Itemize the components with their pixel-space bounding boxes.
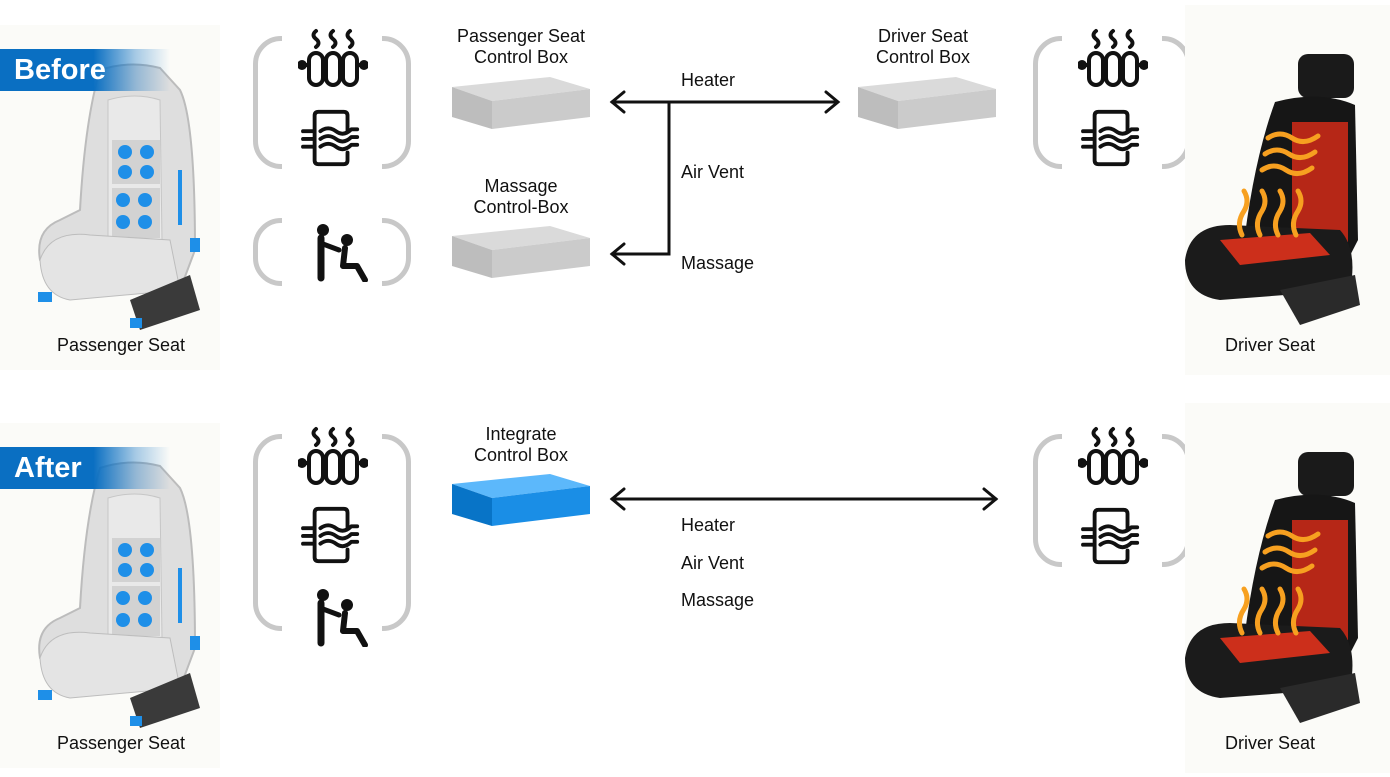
passenger-seat-control-box-label: Passenger Seat Control Box [456,26,586,67]
after-function-air-vent: Air Vent [681,553,745,573]
passenger-seat-control-box [452,77,590,129]
before-driver-seat-label: Driver Seat [1224,335,1316,355]
before-connection-arrows [609,90,841,266]
branch-line [610,100,671,256]
passenger-seat-image [38,461,200,728]
massage-icon [303,222,373,282]
before-function-heater: Heater [681,70,736,90]
integrate-control-box-label: Integrate Control Box [473,424,569,465]
arrow-head-left-top [609,90,626,114]
massage-control-box-label: Massage Control-Box [473,176,569,217]
after-function-massage: Massage [681,590,755,610]
arrow-head-left-bottom [609,242,626,266]
before-passenger-massage-group [253,217,411,287]
before-function-massage: Massage [681,253,755,273]
air-vent-icon [301,506,360,564]
before-banner: Before [0,49,170,91]
massage-control-box [452,226,590,278]
after-passenger-seat-label: Passenger Seat [56,733,186,753]
heater-icon [1078,29,1148,87]
air-vent-icon [1081,109,1140,167]
driver-seat-control-box-label: Driver Seat Control Box [875,26,971,67]
after-driver-seat-label: Driver Seat [1224,733,1316,753]
driver-seat-image [1185,452,1360,723]
heater-icon [298,29,368,87]
after-function-heater: Heater [681,515,736,535]
air-vent-icon [301,109,360,167]
driver-seat-control-box [858,77,996,129]
before-function-air-vent: Air Vent [681,162,745,182]
driver-seat-image [1185,54,1360,325]
heater-icon [298,427,368,485]
passenger-seat-image [38,63,200,330]
integrate-control-box [452,474,590,526]
arrow-head-right-top [824,90,841,114]
after-banner: After [0,447,170,489]
heater-icon [1078,427,1148,485]
before-passenger-seat-label: Passenger Seat [56,335,186,355]
air-vent-icon [1081,507,1140,565]
after-connection-arrow [609,487,999,511]
massage-icon [303,587,373,647]
